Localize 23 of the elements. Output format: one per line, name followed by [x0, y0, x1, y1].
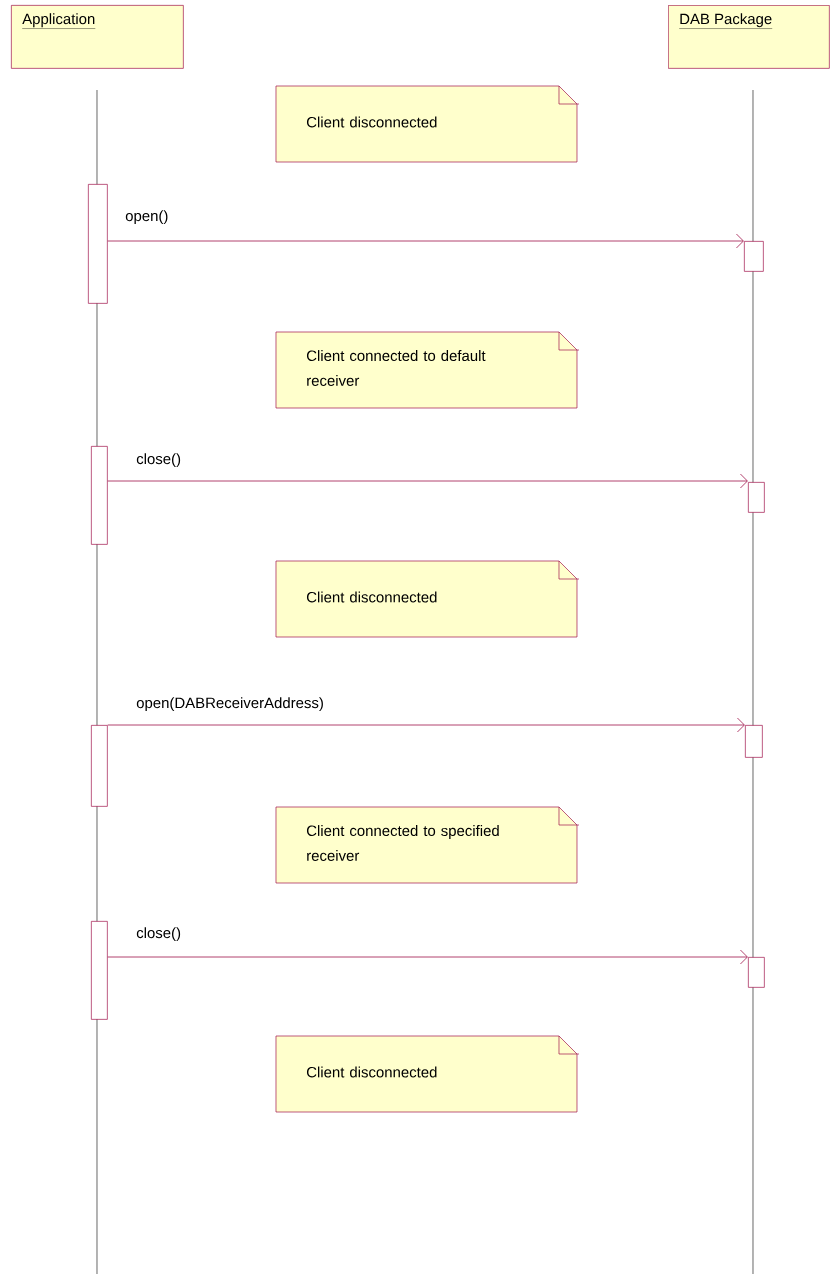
- message-label: open(): [125, 210, 168, 225]
- note: Client disconnected: [275, 85, 580, 163]
- note: Client connected to specified receiver: [275, 806, 580, 884]
- message-label: close(): [136, 453, 181, 468]
- message-arrow: [107, 233, 744, 249]
- object-box: DAB Package: [668, 5, 830, 69]
- activation-bar: [88, 184, 108, 304]
- activation-bar: [748, 482, 765, 513]
- note: Client disconnected: [275, 560, 580, 638]
- message-label: close(): [136, 927, 181, 942]
- activation-bar: [744, 241, 764, 272]
- activation-bar: [91, 921, 108, 1020]
- message-arrow: [107, 949, 748, 965]
- message-arrow: [107, 473, 748, 489]
- note: Client connected to default receiver: [275, 331, 580, 409]
- object-box: Application: [11, 5, 184, 69]
- message-label: open(DABReceiverAddress): [136, 697, 323, 712]
- message-arrow: [107, 717, 745, 733]
- activation-bar: [91, 725, 108, 807]
- activation-bar: [748, 957, 765, 988]
- activation-bar: [745, 725, 763, 758]
- activation-bar: [91, 446, 108, 545]
- note: Client disconnected: [275, 1035, 580, 1113]
